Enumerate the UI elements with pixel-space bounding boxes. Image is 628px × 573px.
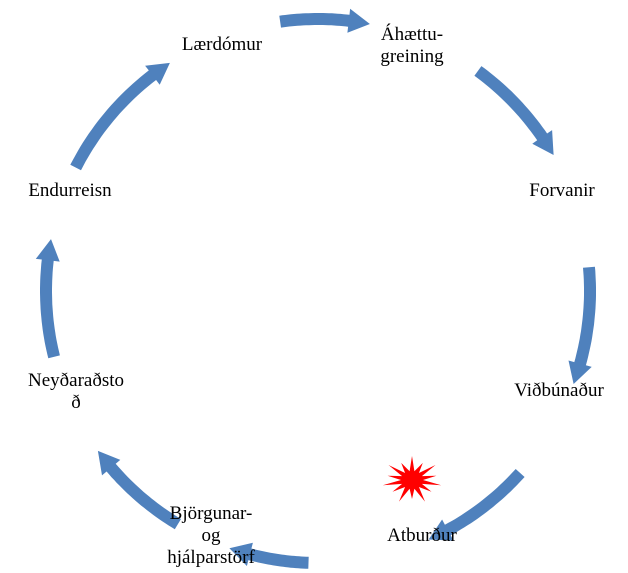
step-label-bjorgunar: Björgunar- og hjálparstörf bbox=[167, 503, 255, 568]
step-label-neydaradstod: Neyðaraðsto ð bbox=[27, 370, 125, 413]
arrow-vidbunadur-to-atburdur bbox=[428, 469, 525, 541]
step-label-atburdur: Atburður bbox=[387, 525, 457, 546]
arrow-forvanir-to-vidbunadur bbox=[568, 266, 596, 384]
step-label-endurreisn: Endurreisn bbox=[28, 180, 112, 201]
explosion-burst-icon bbox=[382, 456, 442, 502]
arrow-laerdomur-to-ahaettugreining bbox=[279, 8, 370, 33]
arrow-ahaettugreining-to-forvanir bbox=[474, 66, 554, 155]
step-label-ahaettugreining: Áhættu- greining bbox=[380, 24, 444, 67]
step-label-forvanir: Forvanir bbox=[529, 180, 595, 201]
step-label-vidbunadur: Viðbúnaður bbox=[514, 380, 604, 401]
arrow-bjorgunar-to-neydaradstod bbox=[97, 450, 181, 530]
arrow-neydaradstod-to-endurreisn bbox=[35, 239, 60, 359]
step-label-laerdomur: Lærdómur bbox=[181, 34, 263, 55]
arrow-atburdur-to-bjorgunar bbox=[229, 542, 309, 569]
arrow-endurreisn-to-laerdomur bbox=[70, 62, 170, 171]
